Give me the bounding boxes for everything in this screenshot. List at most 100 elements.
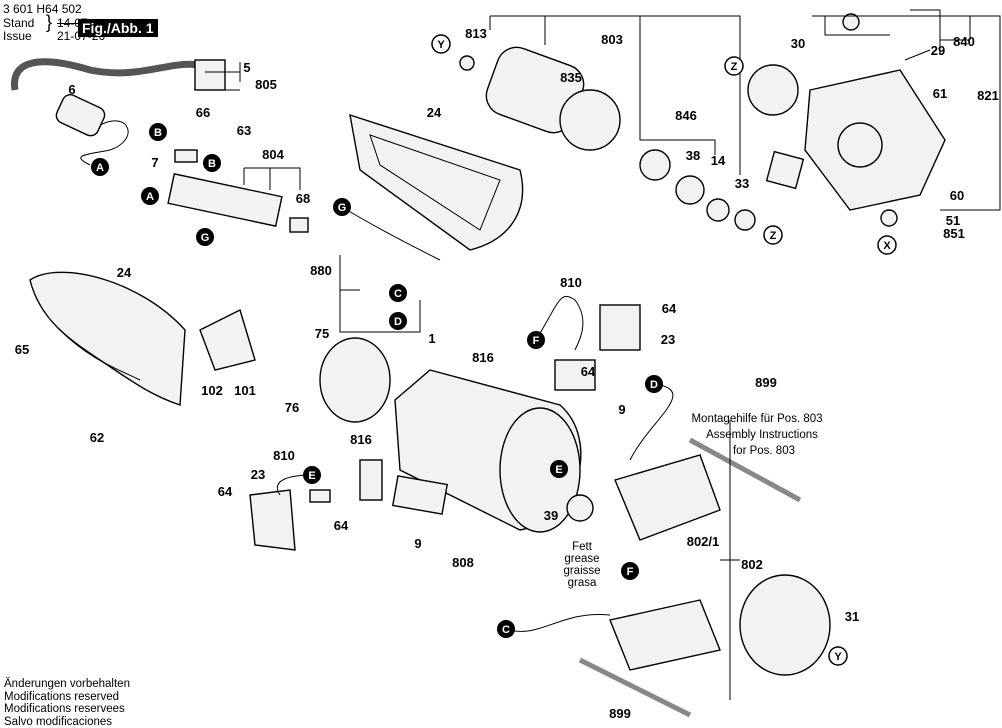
label-64b: 64 — [581, 364, 596, 379]
svg-text:C: C — [502, 624, 510, 636]
marker-d: D — [389, 312, 407, 330]
label-821: 821 — [977, 88, 999, 103]
svg-text:A: A — [146, 191, 154, 203]
label-7: 7 — [151, 155, 158, 170]
svg-text:A: A — [96, 162, 104, 174]
label-846: 846 — [675, 108, 697, 123]
marker-g: G — [333, 198, 351, 216]
marker-z: Z — [763, 225, 783, 245]
marker-a: A — [91, 158, 109, 176]
svg-text:Z: Z — [770, 230, 777, 242]
svg-text:graisse: graisse — [563, 565, 600, 577]
marker-a: A — [141, 187, 159, 205]
label-835: 835 — [560, 70, 582, 85]
label-51: 51 — [946, 213, 960, 228]
cable-ties — [578, 437, 802, 718]
grease-note: Fett grease graisse grasa — [563, 541, 600, 589]
label-813: 813 — [465, 26, 487, 41]
label-808: 808 — [452, 555, 474, 570]
label-76: 76 — [285, 400, 299, 415]
label-802-1: 802/1 — [687, 534, 720, 549]
label-23: 23 — [661, 332, 675, 347]
label-24b: 24 — [117, 265, 132, 280]
note-fr: Modifications reservees — [4, 703, 125, 715]
stand-label: Stand — [3, 16, 35, 30]
stator-housing — [319, 337, 594, 533]
svg-text:Montagehilfe für Pos. 803: Montagehilfe für Pos. 803 — [691, 413, 822, 425]
svg-text:D: D — [394, 316, 402, 328]
note-es: Salvo modificaciones — [4, 715, 113, 728]
label-60: 60 — [950, 188, 964, 203]
marker-c: C — [389, 284, 407, 302]
label-101: 101 — [234, 383, 256, 398]
svg-text:Z: Z — [731, 61, 738, 73]
label-5: 5 — [243, 60, 250, 75]
label-38: 38 — [686, 148, 700, 163]
label-39: 39 — [544, 508, 558, 523]
label-899b: 899 — [609, 706, 631, 721]
label-23b: 23 — [251, 467, 265, 482]
part-number: 3 601 H64 502 — [3, 2, 82, 16]
brace: } — [46, 12, 53, 32]
label-102: 102 — [201, 383, 223, 398]
connector-markers: B B A A G G C D F D E E F C — [91, 123, 663, 638]
marker-x: X — [877, 235, 897, 255]
marker-z: Z — [724, 56, 744, 76]
label-802: 802 — [741, 557, 763, 572]
label-64d: 64 — [334, 518, 349, 533]
label-804: 804 — [262, 147, 284, 162]
marker-d: D — [645, 375, 663, 393]
armature — [459, 46, 756, 231]
label-33: 33 — [735, 176, 749, 191]
power-cord — [11, 58, 226, 166]
svg-text:C: C — [394, 288, 402, 300]
marker-c: C — [497, 620, 515, 638]
marker-b: B — [203, 154, 221, 172]
assembly-note: Montagehilfe für Pos. 803 Assembly Instr… — [691, 413, 822, 457]
marker-e: E — [303, 466, 321, 484]
svg-text:Y: Y — [834, 651, 842, 663]
label-66: 66 — [196, 105, 210, 120]
label-64: 64 — [662, 301, 677, 316]
marker-f: F — [527, 331, 545, 349]
svg-text:Fett: Fett — [572, 541, 593, 553]
marker-y: Y — [431, 34, 451, 54]
label-1: 1 — [428, 331, 435, 346]
svg-text:grasa: grasa — [568, 577, 597, 589]
label-61: 61 — [933, 86, 947, 101]
label-31: 31 — [845, 609, 859, 624]
svg-text:for Pos. 803: for Pos. 803 — [733, 445, 795, 457]
label-68: 68 — [296, 191, 310, 206]
label-810b: 810 — [273, 448, 295, 463]
svg-text:Assembly Instructions: Assembly Instructions — [706, 429, 818, 441]
svg-text:X: X — [883, 240, 891, 252]
gear-head — [747, 13, 946, 227]
figure-label: Fig./Abb. 1 — [78, 19, 158, 37]
svg-text:B: B — [154, 127, 162, 139]
label-63: 63 — [237, 123, 251, 138]
label-30: 30 — [791, 36, 805, 51]
marker-e: E — [550, 460, 568, 478]
svg-text:E: E — [555, 464, 562, 476]
label-65: 65 — [15, 342, 29, 357]
footer-notes: Änderungen vorbehalten Modifications res… — [4, 678, 130, 728]
label-9: 9 — [618, 402, 625, 417]
label-816: 816 — [472, 350, 494, 365]
label-899: 899 — [755, 375, 777, 390]
label-805: 805 — [255, 77, 277, 92]
label-816b: 816 — [350, 432, 372, 447]
svg-text:G: G — [338, 202, 347, 214]
svg-text:F: F — [627, 566, 634, 578]
svg-text:E: E — [308, 470, 315, 482]
reference-markers: Y Z Z X Y — [431, 34, 897, 666]
switch-assembly — [167, 149, 309, 233]
svg-text:G: G — [201, 232, 210, 244]
label-24: 24 — [427, 105, 442, 120]
note-en: Modifications reserved — [4, 690, 120, 703]
field-coils — [249, 304, 831, 676]
marker-b: B — [149, 123, 167, 141]
svg-text:Y: Y — [437, 39, 445, 51]
label-6: 6 — [68, 82, 75, 97]
